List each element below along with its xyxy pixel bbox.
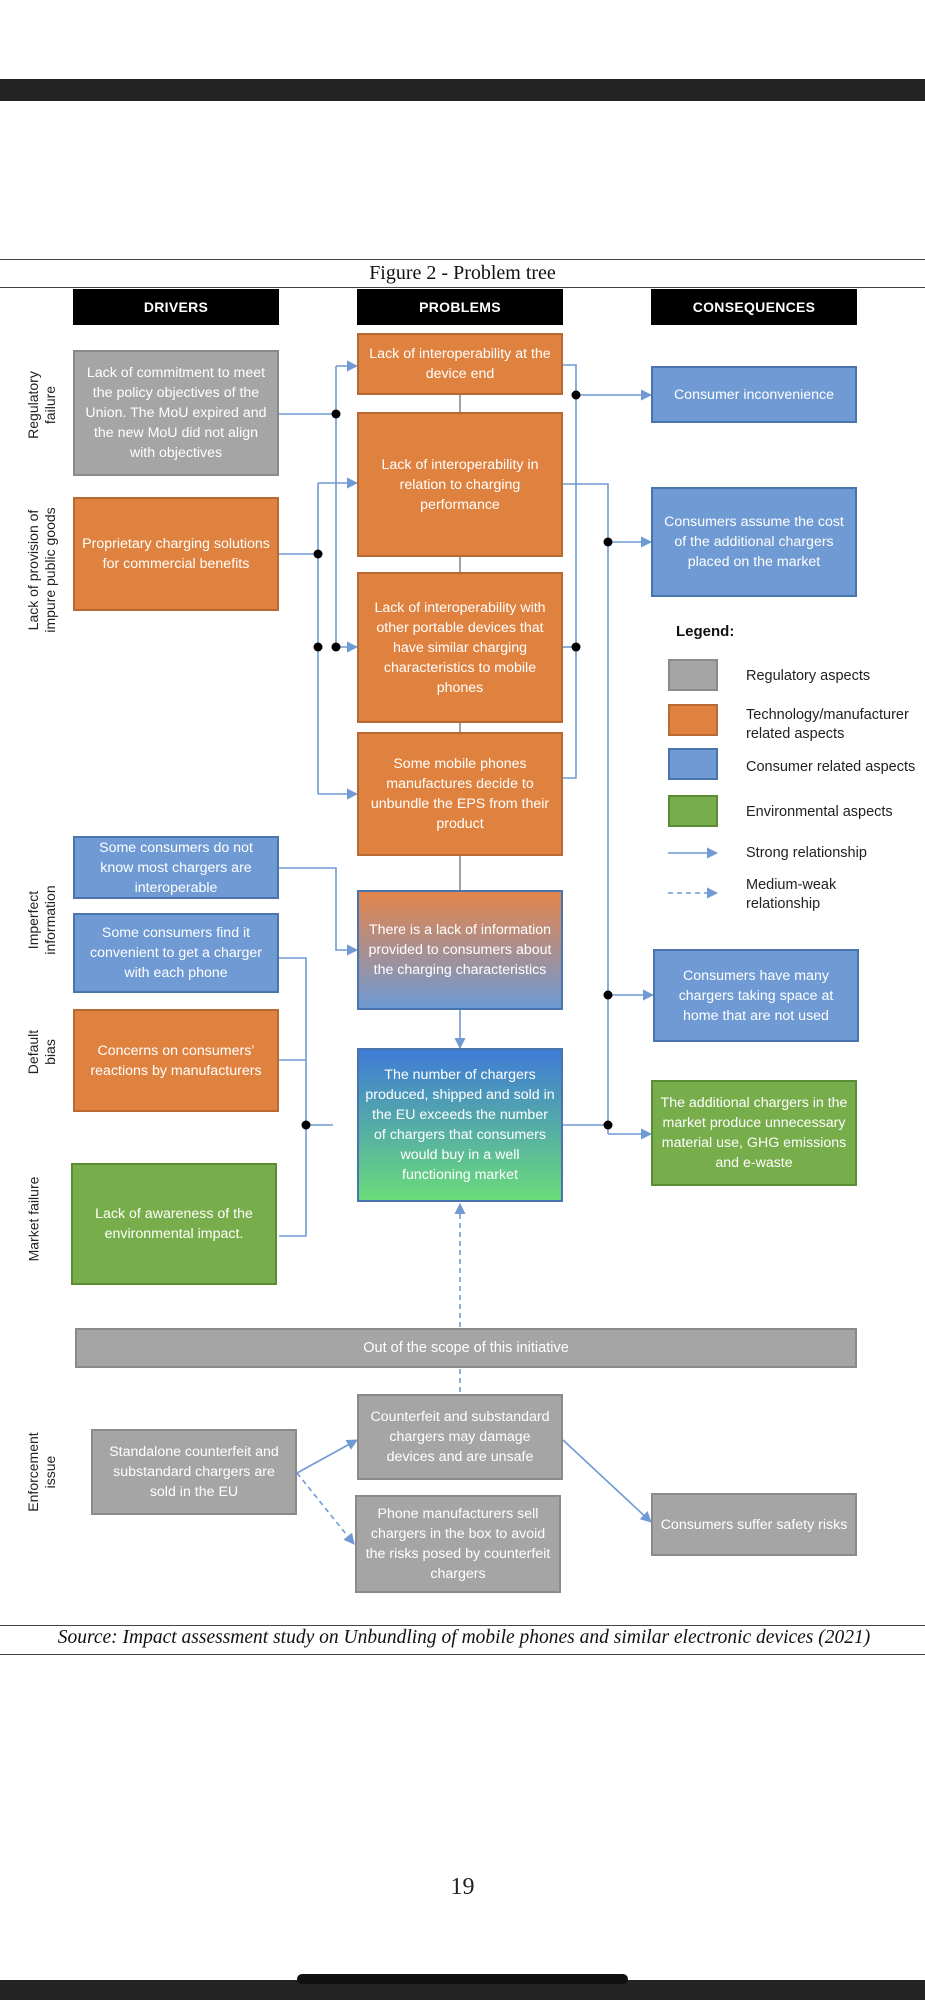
consequence-consumer-inconvenience: Consumer inconvenience [651,366,857,423]
header-drivers: DRIVERS [73,289,279,325]
driver-lack-of-commitment: Lack of commitment to meet the policy ob… [73,350,279,476]
problem-interoperability-charging-performance: Lack of interoperability in relation to … [357,412,563,557]
side-label-text: Lack of provision of impure public goods [25,507,58,633]
legend-swatch-regulatory [668,659,718,691]
consequence-many-chargers-at-home: Consumers have many chargers taking spac… [653,949,859,1042]
top-bar [0,79,925,101]
problem-manufacturers-unbundle: Some mobile phones manufactures decide t… [357,732,563,856]
driver-consumers-do-not-know: Some consumers do not know most chargers… [73,836,279,899]
consequence-consumers-assume-cost: Consumers assume the cost of the additio… [651,487,857,597]
legend-swatch-technology [668,704,718,736]
header-consequences: CONSEQUENCES [651,289,857,325]
enforcement-may-damage-devices: Counterfeit and substandard chargers may… [357,1394,563,1480]
side-label-text: Market failure [25,1176,42,1262]
driver-proprietary-solutions: Proprietary charging solutions for comme… [73,497,279,611]
legend-title: Legend: [676,623,735,640]
enforcement-safety-risks: Consumers suffer safety risks [651,1493,857,1556]
driver-concerns-manufacturers: Concerns on consumers’ reactions by manu… [73,1009,279,1112]
header-problems: PROBLEMS [357,289,563,325]
enforcement-counterfeit-sold: Standalone counterfeit and substandard c… [91,1429,297,1515]
bottom-bar [0,1980,925,2000]
legend-swatch-consumer [668,748,718,780]
problem-number-of-chargers: The number of chargers produced, shipped… [357,1048,563,1202]
side-label-lack-of-provision: Lack of provision of impure public goods [25,500,59,640]
side-label-regulatory-failure: Regulatory failure [25,363,59,447]
legend-strong: Strong relationship [746,845,867,861]
side-label-text: Imperfect information [25,885,58,955]
source-rule-top [0,1625,925,1626]
legend-medium: Medium-weak relationship [746,877,837,912]
legend-regulatory: Regulatory aspects [746,668,871,684]
legend-technology: Technology/manufacturer related aspects [746,707,909,742]
side-label-text: Regulatory failure [25,371,58,439]
consequence-unnecessary-material-use: The additional chargers in the market pr… [651,1080,857,1186]
legend-environmental: Environmental aspects [746,804,893,820]
side-label-imperfect-information: Imperfect information [25,875,59,965]
title-rule-top [0,259,925,260]
enforcement-sell-chargers-in-box: Phone manufacturers sell chargers in the… [355,1495,561,1593]
figure-title: Figure 2 - Problem tree [369,262,556,284]
side-label-enforcement-issue: Enforcement issue [25,1427,59,1517]
page-number: 19 [450,1874,475,1900]
side-label-market-failure: Market failure [26,1177,43,1262]
side-label-text: Enforcement issue [25,1432,58,1512]
legend-swatch-environmental [668,795,718,827]
problem-interoperability-device-end: Lack of interoperability at the device e… [357,333,563,395]
source-caption: Source: Impact assessment study on Unbun… [57,1627,871,1648]
out-of-scope-band: Out of the scope of this initiative [75,1328,857,1368]
legend-consumer: Consumer related aspects [746,759,916,775]
problem-interoperability-portable-devices: Lack of interoperability with other port… [357,572,563,723]
source-rule-bottom [0,1654,925,1655]
home-indicator[interactable] [297,1974,628,1984]
driver-consumers-find-convenient: Some consumers find it convenient to get… [73,913,279,993]
side-label-default-bias: Default bias [25,1022,59,1082]
driver-lack-of-awareness: Lack of awareness of the environmental i… [71,1163,277,1285]
problem-lack-of-information: There is a lack of information provided … [357,890,563,1010]
title-rule-bottom [0,287,925,288]
side-label-text: Default bias [25,1029,58,1075]
